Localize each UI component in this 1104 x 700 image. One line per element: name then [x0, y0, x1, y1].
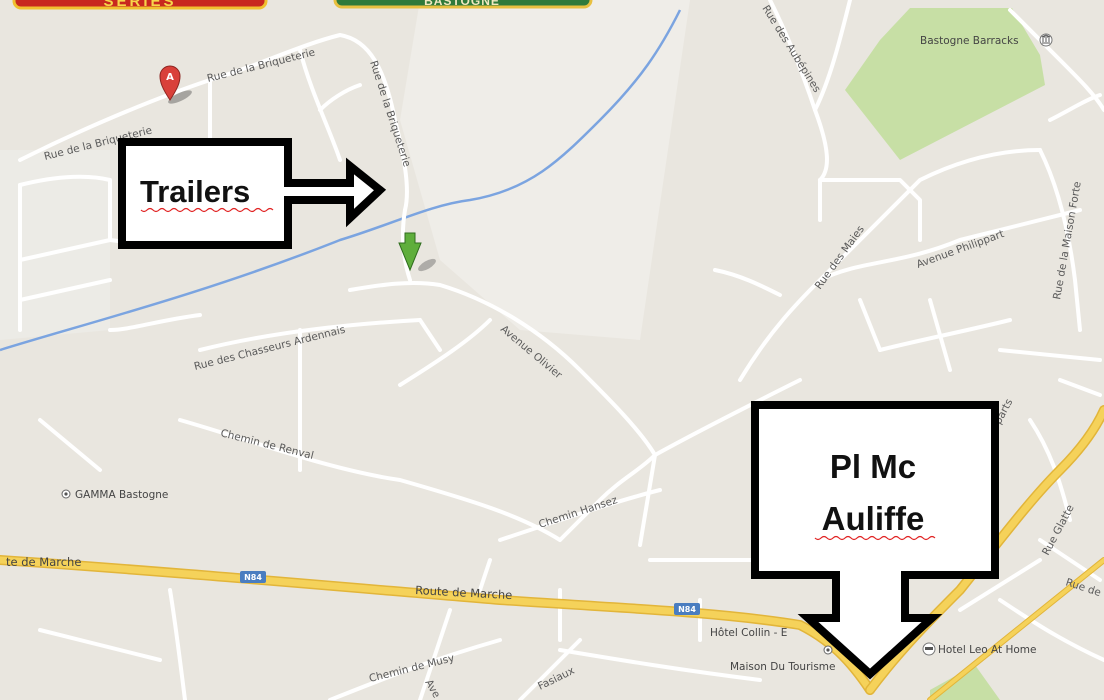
park-area-bottom [930, 665, 1000, 700]
road-shield-label: N84 [244, 573, 262, 582]
spellcheck-underline [140, 207, 274, 213]
stream [0, 9, 682, 352]
logo-left: SERIES [12, 0, 268, 10]
callout-trailers: Trailers [118, 138, 387, 249]
callout-trailers-text: Trailers [140, 174, 250, 209]
poi-dot-icon[interactable] [823, 645, 833, 655]
poi-label-barracks: Bastogne Barracks [920, 35, 1019, 47]
road-shield-n84-left: N84 [240, 571, 266, 583]
callout-place-line1: Pl Mc [830, 448, 916, 485]
poi-dot-icon[interactable] [61, 489, 71, 499]
callout-pl-mc-auliffe: Pl Mc Auliffe [751, 401, 999, 680]
hotel-icon[interactable] [922, 642, 936, 656]
museum-icon[interactable] [1039, 33, 1053, 47]
marker-a-label: A [166, 72, 174, 83]
poi-label-maison-tourisme: Maison Du Tourisme [730, 661, 835, 673]
logo-right-text: BASTOGNE [424, 0, 500, 8]
poi-label-gamma: GAMMA Bastogne [75, 489, 168, 501]
road-shield-label: N84 [678, 605, 696, 614]
park-area [845, 8, 1045, 160]
poi-label-hotel-collin: Hôtel Collin - E [710, 627, 787, 639]
road-shield-n84-right: N84 [674, 603, 700, 615]
green-arrow-marker-icon[interactable] [398, 232, 438, 273]
road-label-route-marche-left: te de Marche [6, 555, 81, 569]
callout-place-line2: Auliffe [822, 500, 925, 537]
map-pin-icon[interactable]: A [159, 65, 193, 106]
spellcheck-underline [814, 535, 936, 541]
logo-left-text: SERIES [103, 0, 176, 10]
logo-right: BASTOGNE [333, 0, 593, 9]
poi-label-hotel-leo: Hotel Leo At Home [938, 644, 1037, 656]
minor-roads [18, 0, 1104, 700]
residential-area [0, 150, 110, 340]
road-label-route-marche: Route de Marche [415, 583, 513, 602]
